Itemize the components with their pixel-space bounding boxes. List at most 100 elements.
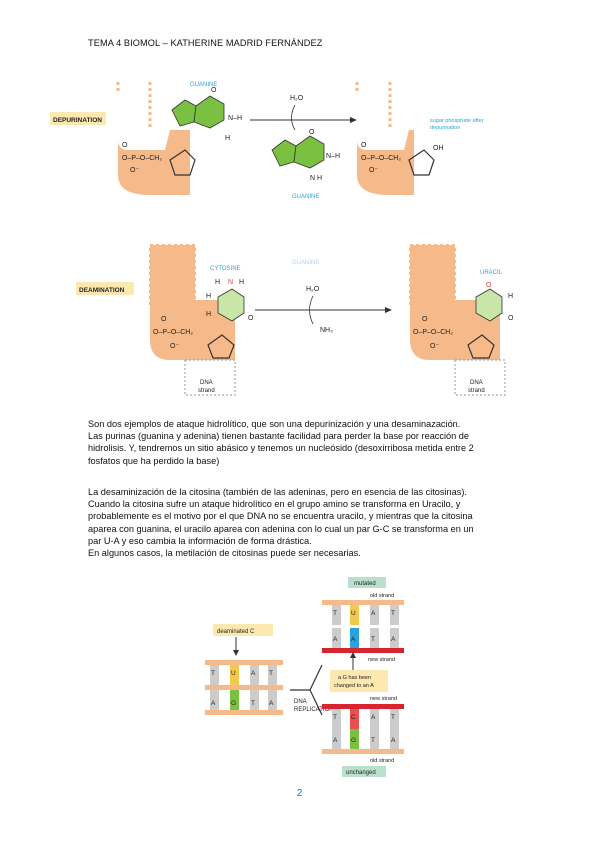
paragraph2-line: aparea con guanina, el uracilo aparea co… [88,523,474,534]
unc-bottom-0: A [333,737,338,744]
mutated-label: mutated [354,581,376,587]
left-top-0: T [211,670,215,677]
svg-text:O: O [211,87,217,94]
mut-bottom-2: T [371,636,375,643]
mut-bottom-0: A [333,636,338,643]
paragraph2-line: En algunos casos, la metilación de citos… [88,548,361,559]
new-strand-label-top: new strand [368,657,395,663]
backbone-shape-left [118,92,190,195]
svg-text:H: H [215,279,220,286]
left-bottom-1: G [231,700,236,707]
paragraph-cytosine-deamination: La desaminización de la citosina (tambié… [88,486,518,559]
left-top-1: U [231,670,236,677]
page-number: 2 [296,788,303,799]
svg-text:O⁻: O⁻ [170,343,179,350]
page-header: TEMA 4 BIOMOL – KATHERINE MADRID FERNÁND… [88,38,323,48]
water-label-2: H₂O [306,286,320,293]
product-note-1: sugar phosphate after [430,118,484,124]
replication-label-2: REPLICATION [294,707,334,713]
unc-top-3: T [391,714,395,721]
left-duplex: T U A T A G T A [205,660,283,715]
unc-top-1: C [351,714,356,721]
change-note-1: a G has been [338,675,371,681]
unchanged-badge [342,766,386,777]
svg-text:OH: OH [433,145,444,152]
svg-text:N H: N H [310,175,322,182]
released-guanine-6 [293,135,325,169]
cytosine-label: CYTOSINE [210,266,241,272]
deamination-backbone-left [150,245,235,360]
paragraph2-line: probablemente es el motivo por el que DN… [88,511,473,522]
unc-bottom-3: A [391,737,396,744]
water-label-1: H₂O [290,95,304,102]
svg-text:O⁻: O⁻ [430,343,439,350]
svg-text:O–P–O–CH₂: O–P–O–CH₂ [122,155,162,162]
svg-text:O–P–O–CH₂: O–P–O–CH₂ [413,329,453,336]
paragraph2-line: Cuando la citosina sufre un ataque hidro… [88,499,461,510]
old-strand-label-top: old strand [370,593,394,599]
unc-bottom-1: G [351,737,356,744]
mut-top-0: T [333,610,337,617]
new-strand-label-bottom: new strand [370,696,397,702]
deamination-label-box [76,282,134,295]
paragraph1-line: Son dos ejemplos de ataque hidrolítico, … [88,419,461,429]
left-top-2: A [251,670,256,677]
svg-text:O⁻: O⁻ [130,167,139,174]
strand-label-left-1: DNA [200,380,213,386]
change-note-2: changed to an A [334,683,374,689]
cytosine-ring [217,288,245,322]
unc-top-0: T [333,714,337,721]
svg-text:O: O [422,316,428,323]
replication-figure: deaminated C T U A T A G T A DNA [205,577,404,777]
released-guanine-5 [271,139,297,167]
ammonia-label: NH₃ [320,327,333,334]
paragraph1-line: hidrolisis. Y, tendremos un sitio abásic… [88,443,474,454]
strand-label-right-2: strand [468,388,485,394]
paragraph1-line: Las purinas (guanina y adenina) tienen b… [88,431,470,442]
svg-text:O: O [508,315,514,322]
svg-text:O: O [486,282,492,289]
left-bottom-3: A [269,700,274,707]
strand-label-left-2: strand [198,388,215,394]
left-top-3: T [269,670,273,677]
guanine-ring-5 [171,99,197,127]
replication-label-1: DNA [294,699,307,705]
svg-text:H: H [206,311,211,318]
svg-text:N: N [228,279,233,286]
svg-text:O: O [309,129,315,136]
svg-text:H: H [239,279,244,286]
depurination-label-box [50,112,106,125]
depurination-figure: DEPURINATION O O–P–O–CH₂ O⁻ GUANINE O N–… [50,82,484,200]
mut-top-2: A [371,610,376,617]
unchanged-duplex: T C A T A G T A [322,704,404,754]
mutated-duplex: T U A T A A T A [322,600,404,653]
svg-text:O: O [248,315,254,322]
svg-text:H: H [206,293,211,300]
guanine-ring-6 [193,95,225,129]
paragraph2-line: La desaminización de la citosina (tambié… [88,487,467,497]
old-strand-label-bottom: old strand [370,758,394,764]
mut-bottom-1: A [351,636,356,643]
strand-label-right-1: DNA [470,380,483,386]
paragraph-hydrolytic-attack: Son dos ejemplos de ataque hidrolítico, … [88,418,518,467]
uracil-label: URACIL [480,270,503,276]
paragraph1-line: fosfatos que ha perdido la base) [88,455,220,466]
unc-top-2: A [371,714,376,721]
svg-text:O–P–O–CH₂: O–P–O–CH₂ [153,329,193,336]
mut-top-1: U [351,610,356,617]
svg-text:O: O [361,142,367,149]
mutated-badge [348,577,386,588]
unc-bottom-2: T [371,737,375,744]
mut-top-3: T [391,610,395,617]
svg-text:O–P–O–CH₂: O–P–O–CH₂ [361,155,401,162]
guanine-label: GUANINE [190,82,217,88]
released-guanine-label: GUANINE [292,194,319,200]
left-bottom-0: A [211,700,216,707]
backbone-shape-right [357,92,414,195]
product-note-2: depurination [430,125,460,131]
deamination-label: DEAMINATION [79,287,125,294]
uracil-ring [475,288,503,322]
paragraph2-line: par U-A y eso cambia la información de f… [88,535,312,546]
svg-text:O: O [122,142,128,149]
